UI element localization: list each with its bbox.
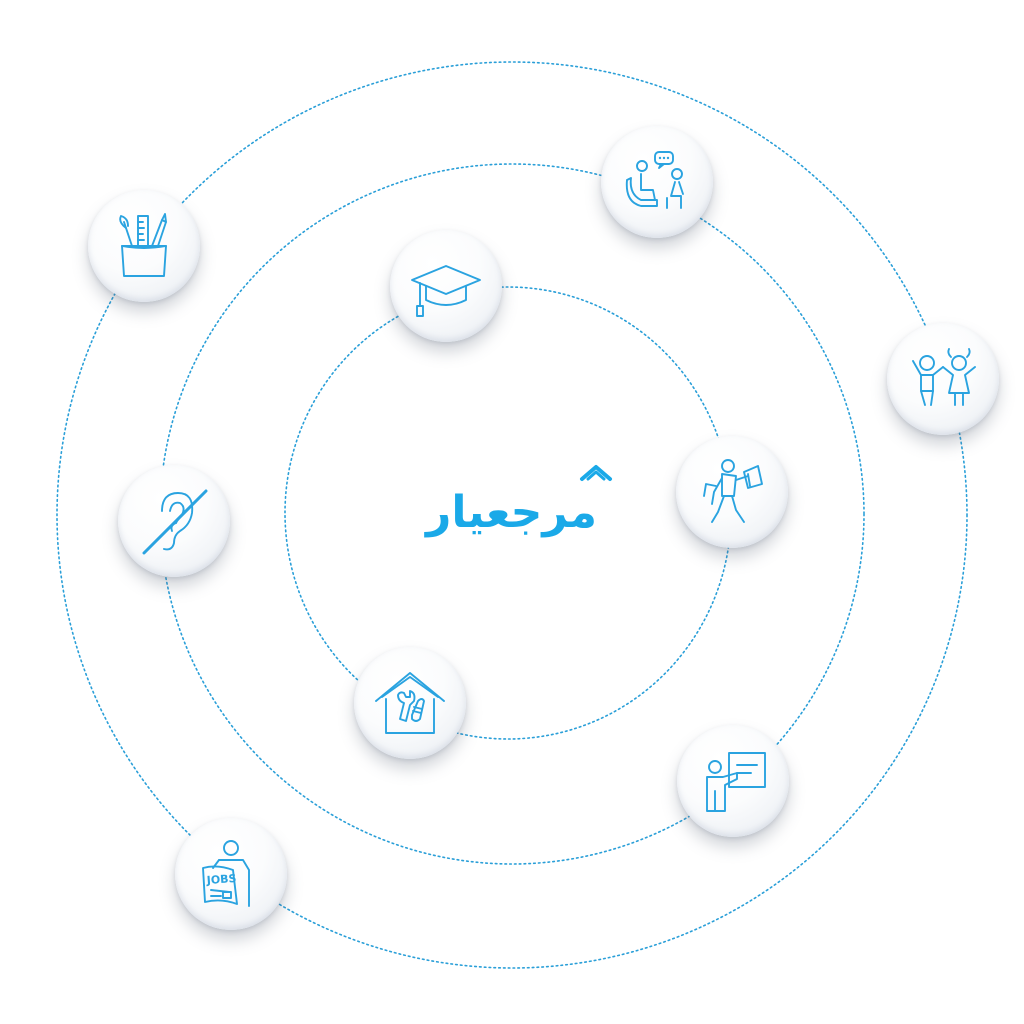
node-art-supplies[interactable]: [88, 190, 200, 302]
logo-text: مرجعيار: [426, 487, 597, 538]
node-jobs[interactable]: JOBS: [175, 818, 287, 930]
brand-logo: مرجعيار: [404, 465, 619, 548]
jobs-label: JOBS: [205, 872, 237, 887]
outer-orbit-ring: [56, 61, 968, 969]
graduation-cap-icon: [411, 265, 481, 317]
node-graduation[interactable]: [390, 230, 502, 342]
home-repair-icon: [375, 672, 445, 734]
jobs-newspaper-icon: JOBS: [202, 840, 250, 907]
node-student[interactable]: [676, 436, 788, 548]
node-counseling[interactable]: [601, 126, 713, 238]
art-supplies-icon: [119, 213, 167, 277]
node-home-repair[interactable]: [354, 647, 466, 759]
counseling-icon: [625, 151, 684, 209]
node-hearing[interactable]: [118, 465, 230, 577]
house-roof-icon: [580, 465, 612, 481]
student-walking-icon: [703, 459, 763, 523]
hearing-impaired-icon: [142, 489, 208, 555]
middle-orbit-ring: [159, 163, 865, 865]
node-teacher[interactable]: [677, 725, 789, 837]
teacher-board-icon: [706, 752, 766, 812]
children-icon: [912, 348, 976, 406]
node-children[interactable]: [887, 323, 999, 435]
